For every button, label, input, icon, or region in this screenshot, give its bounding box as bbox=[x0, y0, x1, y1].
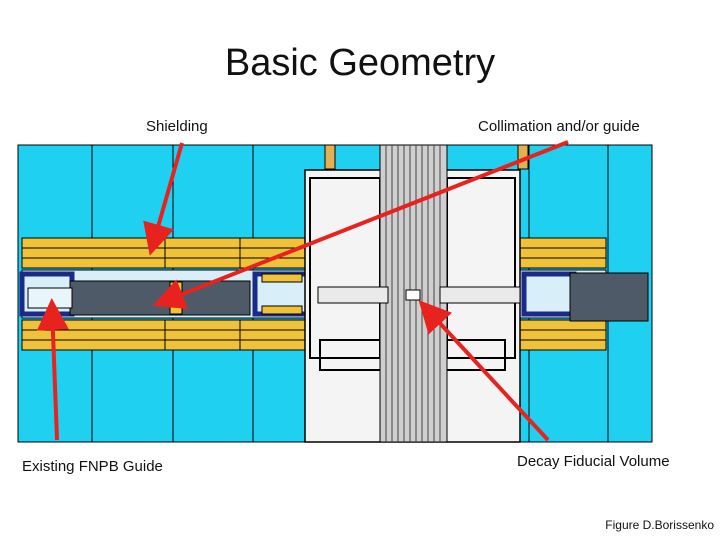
annotation-arrows bbox=[36, 140, 569, 442]
slide-title: Basic Geometry bbox=[224, 42, 496, 84]
shielding-block-top-left bbox=[324, 144, 336, 170]
collimation-label: Collimation and/or guide bbox=[478, 118, 640, 135]
decay-arrow bbox=[418, 300, 550, 442]
downstream-guide bbox=[569, 272, 649, 322]
guide-lines bbox=[27, 287, 73, 309]
yellow-insert-top bbox=[261, 273, 303, 283]
guide-label: Existing FNPB Guide bbox=[22, 458, 163, 475]
collimation-arrow bbox=[152, 140, 569, 310]
shielding-label: Shielding bbox=[146, 118, 208, 135]
fnpb-guide bbox=[69, 280, 251, 316]
figure-credit: Figure D.Borissenko bbox=[605, 518, 714, 532]
shielding-right bbox=[519, 237, 607, 351]
shielding-arrow bbox=[143, 142, 184, 256]
beam-pipe-right bbox=[439, 286, 521, 304]
yellow-insert-bottom bbox=[261, 305, 303, 315]
guide-arrow bbox=[36, 298, 69, 441]
decay-cell bbox=[405, 289, 421, 301]
decay-volume-label: Decay Fiducial Volume bbox=[517, 453, 670, 470]
shielding-lower-left bbox=[21, 319, 306, 351]
beam-pipe-left bbox=[317, 286, 389, 304]
